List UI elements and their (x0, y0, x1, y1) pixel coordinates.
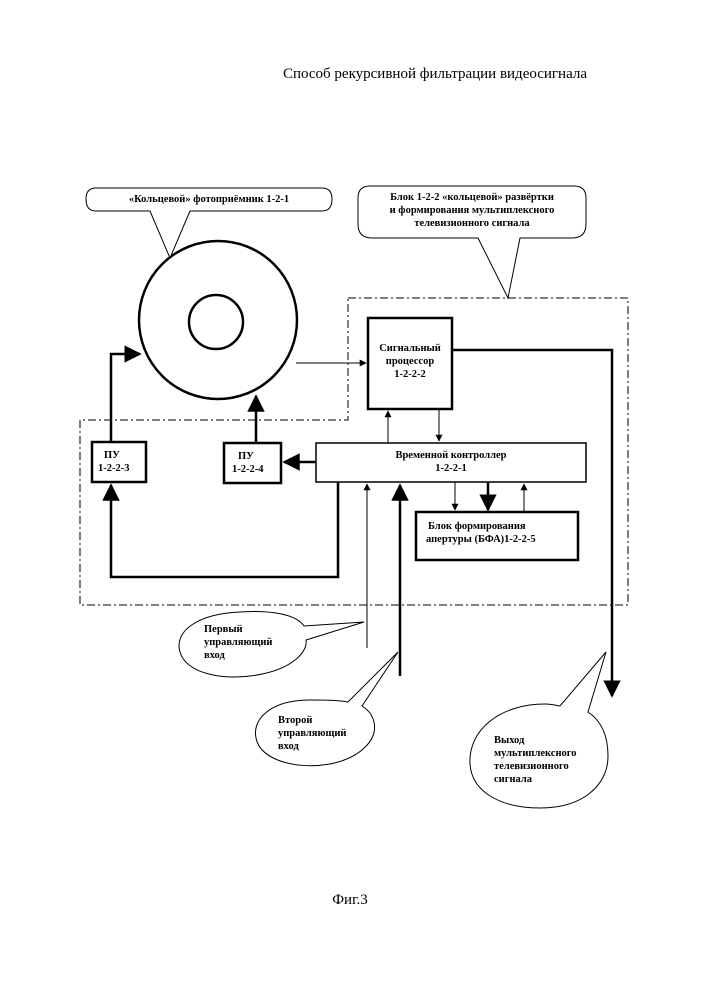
output-line-1: Выход (494, 734, 604, 747)
pu3-line-1: ПУ (98, 449, 148, 462)
output-callout-text: Выход мультиплексного телевизионного сиг… (494, 734, 604, 786)
timing-controller-text: Временной контроллер 1-2-2-1 (316, 449, 586, 475)
timing-controller-line-1: Временной контроллер (316, 449, 586, 462)
second-input-callout-text: Второй управляющий вход (278, 714, 368, 753)
second-input-line-1: Второй (278, 714, 368, 727)
signal-processor-line-3: 1-2-2-2 (368, 368, 452, 381)
scan-block-line-1: Блок 1-2-2 «кольцевой» развёртки (360, 191, 584, 204)
signal-processor-line-2: процессор (368, 355, 452, 368)
photodetector-callout-text: «Кольцевой» фотоприёмник 1-2-1 (88, 193, 330, 206)
first-input-callout-text: Первый управляющий вход (204, 623, 294, 662)
bfa-line-2: апертуры (БФА)1-2-2-5 (426, 533, 576, 546)
ring-photodetector-inner (189, 295, 243, 349)
timing-controller-line-2: 1-2-2-1 (316, 462, 586, 475)
output-line-4: сигнала (494, 773, 604, 786)
second-input-line-3: вход (278, 740, 368, 753)
pu4-line-2: 1-2-2-4 (232, 463, 282, 476)
first-input-line-3: вход (204, 649, 294, 662)
bfa-text: Блок формирования апертуры (БФА)1-2-2-5 (426, 520, 576, 546)
scan-block-line-2: и формирования мультиплексного (360, 204, 584, 217)
pu3-text: ПУ 1-2-2-3 (98, 449, 148, 475)
pu3-line-2: 1-2-2-3 (98, 462, 148, 475)
pu4-line-1: ПУ (232, 450, 282, 463)
bfa-line-1: Блок формирования (426, 520, 576, 533)
arrow-pu3-to-ring (111, 354, 140, 442)
scan-block-line-3: телевизионного сигнала (360, 217, 584, 230)
signal-processor-line-1: Сигнальный (368, 342, 452, 355)
figure-caption: Фиг.3 (300, 892, 400, 909)
pu4-text: ПУ 1-2-2-4 (232, 450, 282, 476)
signal-processor-text: Сигнальный процессор 1-2-2-2 (368, 342, 452, 381)
scan-block-callout-text: Блок 1-2-2 «кольцевой» развёртки и форми… (360, 191, 584, 230)
second-input-line-2: управляющий (278, 727, 368, 740)
first-input-line-2: управляющий (204, 636, 294, 649)
output-line-3: телевизионного (494, 760, 604, 773)
arrow-controller-to-pu3 (111, 482, 338, 577)
first-input-line-1: Первый (204, 623, 294, 636)
output-line-2: мультиплексного (494, 747, 604, 760)
